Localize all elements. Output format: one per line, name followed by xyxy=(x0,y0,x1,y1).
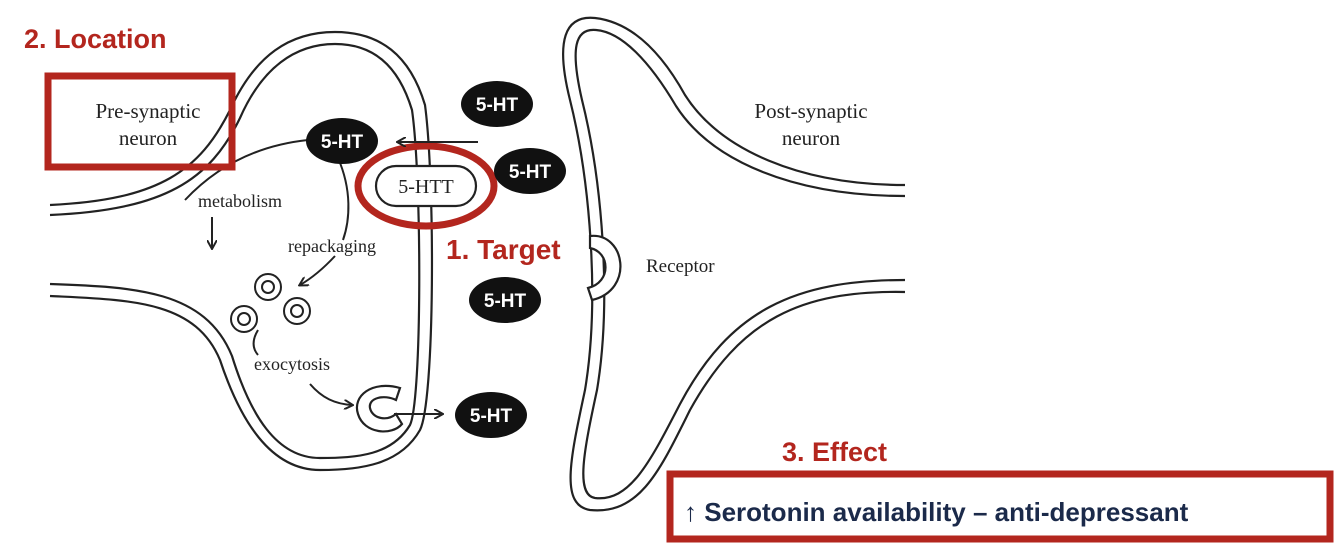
post-synaptic-label-line1: Post-synaptic xyxy=(754,99,867,123)
receptor-label: Receptor xyxy=(646,256,715,277)
serotonin-molecule: 5-HT xyxy=(306,118,378,164)
serotonin-molecule: 5-HT xyxy=(455,392,527,438)
repackaging-label: repackaging xyxy=(288,236,376,256)
target-highlight-ring xyxy=(354,142,498,230)
exocytosis-vesicle xyxy=(355,384,404,433)
post-synaptic-label-line2: neuron xyxy=(782,126,841,150)
serotonin-molecule: 5-HT xyxy=(469,277,541,323)
transporter-5htt xyxy=(374,164,478,208)
exocytosis-arrow xyxy=(309,383,352,405)
effect-annotation: 3. Effect xyxy=(782,437,887,467)
svg-text:5-HT: 5-HT xyxy=(509,162,552,183)
target-annotation: 1. Target xyxy=(446,234,561,265)
svg-text:5-HT: 5-HT xyxy=(484,291,527,312)
location-annotation: 2. Location xyxy=(24,24,167,54)
pre-synaptic-label-line1: Pre-synaptic xyxy=(96,99,201,123)
svg-text:5-HT: 5-HT xyxy=(476,95,519,116)
metabolism-label: metabolism xyxy=(198,191,282,211)
serotonin-molecule: 5-HT xyxy=(494,148,566,194)
exocytosis-branch xyxy=(252,329,259,356)
repackaging-arrow xyxy=(300,255,336,285)
receptor-shape xyxy=(586,234,622,302)
svg-text:5-HT: 5-HT xyxy=(321,132,364,153)
exocytosis-label: exocytosis xyxy=(254,354,330,374)
pre-synaptic-label-line2: neuron xyxy=(119,126,178,150)
location-highlight-box xyxy=(44,72,236,171)
transporter-label: 5-HTT xyxy=(398,176,454,198)
vesicle-cluster xyxy=(230,273,311,333)
repackaging-branch xyxy=(337,157,350,241)
metabolism-branch xyxy=(184,139,309,201)
pathway-arrows xyxy=(184,139,478,414)
effect-statement: ↑ Serotonin availability – anti-depressa… xyxy=(684,497,1189,527)
serotonin-molecule: 5-HT xyxy=(461,81,533,127)
effect-box xyxy=(666,470,1334,543)
svg-text:5-HT: 5-HT xyxy=(470,406,513,427)
